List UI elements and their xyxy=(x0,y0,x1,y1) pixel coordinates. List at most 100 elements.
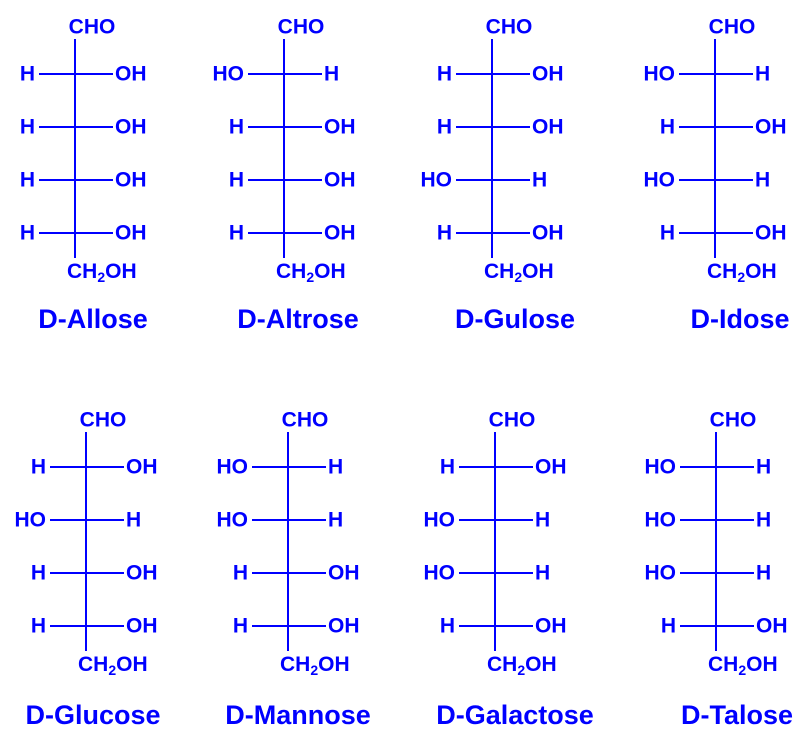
right-substituent-label: OH xyxy=(755,222,787,245)
ch-text: CH xyxy=(67,260,97,283)
aldehyde-group-label: CHO xyxy=(709,16,756,39)
left-substituent-label: H xyxy=(229,169,244,192)
hydroxymethyl-group-label: CH2OH xyxy=(67,260,137,286)
subscript-2: 2 xyxy=(738,662,746,678)
subscript-2: 2 xyxy=(514,269,522,285)
left-substituent-label: H xyxy=(233,615,248,638)
sugar-name-label: D-Altrose xyxy=(237,304,359,334)
left-substituent-label: H xyxy=(20,116,35,139)
right-substituent-label: OH xyxy=(535,456,567,479)
aldehyde-group-label: CHO xyxy=(69,16,116,39)
sugar-name-label: D-Allose xyxy=(38,304,148,334)
right-substituent-label: OH xyxy=(532,116,564,139)
hydroxymethyl-group-label: CH2OH xyxy=(484,260,554,286)
left-substituent-label: HO xyxy=(645,562,677,585)
right-substituent-label: H xyxy=(126,509,141,532)
right-substituent-label: OH xyxy=(115,63,147,86)
left-substituent-label: HO xyxy=(644,169,676,192)
aldehyde-group-label: CHO xyxy=(710,409,757,432)
oh-text: OH xyxy=(318,653,350,676)
ch-text: CH xyxy=(276,260,306,283)
ch-text: CH xyxy=(707,260,737,283)
left-substituent-label: H xyxy=(31,615,46,638)
right-substituent-label: OH xyxy=(755,116,787,139)
right-substituent-label: H xyxy=(755,169,770,192)
right-substituent-label: H xyxy=(535,562,550,585)
right-substituent-label: H xyxy=(328,456,343,479)
aldehyde-group-label: CHO xyxy=(278,16,325,39)
hydroxymethyl-group-label: CH2OH xyxy=(707,260,777,286)
right-substituent-label: H xyxy=(755,63,770,86)
subscript-2: 2 xyxy=(97,269,105,285)
left-substituent-label: H xyxy=(20,169,35,192)
right-substituent-label: H xyxy=(756,509,771,532)
ch-text: CH xyxy=(708,653,738,676)
left-substituent-label: H xyxy=(31,562,46,585)
right-substituent-label: OH xyxy=(126,456,158,479)
hydroxymethyl-group-label: CH2OH xyxy=(708,653,778,679)
left-substituent-label: HO xyxy=(645,456,677,479)
left-substituent-label: H xyxy=(437,63,452,86)
hydroxymethyl-group-label: CH2OH xyxy=(276,260,346,286)
right-substituent-label: OH xyxy=(126,562,158,585)
subscript-2: 2 xyxy=(310,662,318,678)
left-substituent-label: H xyxy=(229,222,244,245)
left-substituent-label: HO xyxy=(217,509,249,532)
right-substituent-label: H xyxy=(756,562,771,585)
right-substituent-label: OH xyxy=(324,116,356,139)
left-substituent-label: HO xyxy=(421,169,453,192)
right-substituent-label: OH xyxy=(324,222,356,245)
aldehyde-group-label: CHO xyxy=(282,409,329,432)
right-substituent-label: OH xyxy=(535,615,567,638)
left-substituent-label: HO xyxy=(645,509,677,532)
sugar-name-label: D-Galactose xyxy=(436,700,594,729)
left-substituent-label: H xyxy=(437,222,452,245)
hydroxymethyl-group-label: CH2OH xyxy=(280,653,350,679)
sugar-name-label: D-Mannose xyxy=(225,700,371,729)
right-substituent-label: OH xyxy=(756,615,788,638)
sugar-name-label: D-Talose xyxy=(681,700,793,729)
left-substituent-label: HO xyxy=(644,63,676,86)
right-substituent-label: OH xyxy=(532,63,564,86)
right-substituent-label: OH xyxy=(328,562,360,585)
sugar-name-label: D-Idose xyxy=(690,304,789,334)
right-substituent-label: H xyxy=(535,509,550,532)
right-substituent-label: OH xyxy=(328,615,360,638)
ch-text: CH xyxy=(78,653,108,676)
right-substituent-label: OH xyxy=(532,222,564,245)
oh-text: OH xyxy=(522,260,554,283)
right-substituent-label: H xyxy=(756,456,771,479)
left-substituent-label: H xyxy=(229,116,244,139)
subscript-2: 2 xyxy=(517,662,525,678)
left-substituent-label: H xyxy=(233,562,248,585)
right-substituent-label: H xyxy=(328,509,343,532)
left-substituent-label: HO xyxy=(15,509,47,532)
left-substituent-label: H xyxy=(440,615,455,638)
right-substituent-label: OH xyxy=(115,222,147,245)
oh-text: OH xyxy=(105,260,137,283)
aldehyde-group-label: CHO xyxy=(80,409,127,432)
aldehyde-group-label: CHO xyxy=(486,16,533,39)
subscript-2: 2 xyxy=(737,269,745,285)
right-substituent-label: H xyxy=(532,169,547,192)
left-substituent-label: HO xyxy=(217,456,249,479)
left-substituent-label: H xyxy=(440,456,455,479)
ch-text: CH xyxy=(280,653,310,676)
left-substituent-label: H xyxy=(437,116,452,139)
right-substituent-label: H xyxy=(324,63,339,86)
left-substituent-label: H xyxy=(660,116,675,139)
left-substituent-label: H xyxy=(20,63,35,86)
left-substituent-label: HO xyxy=(213,63,245,86)
subscript-2: 2 xyxy=(108,662,116,678)
aldehyde-group-label: CHO xyxy=(489,409,536,432)
hydroxymethyl-group-label: CH2OH xyxy=(487,653,557,679)
left-substituent-label: H xyxy=(31,456,46,479)
left-substituent-label: HO xyxy=(424,509,456,532)
